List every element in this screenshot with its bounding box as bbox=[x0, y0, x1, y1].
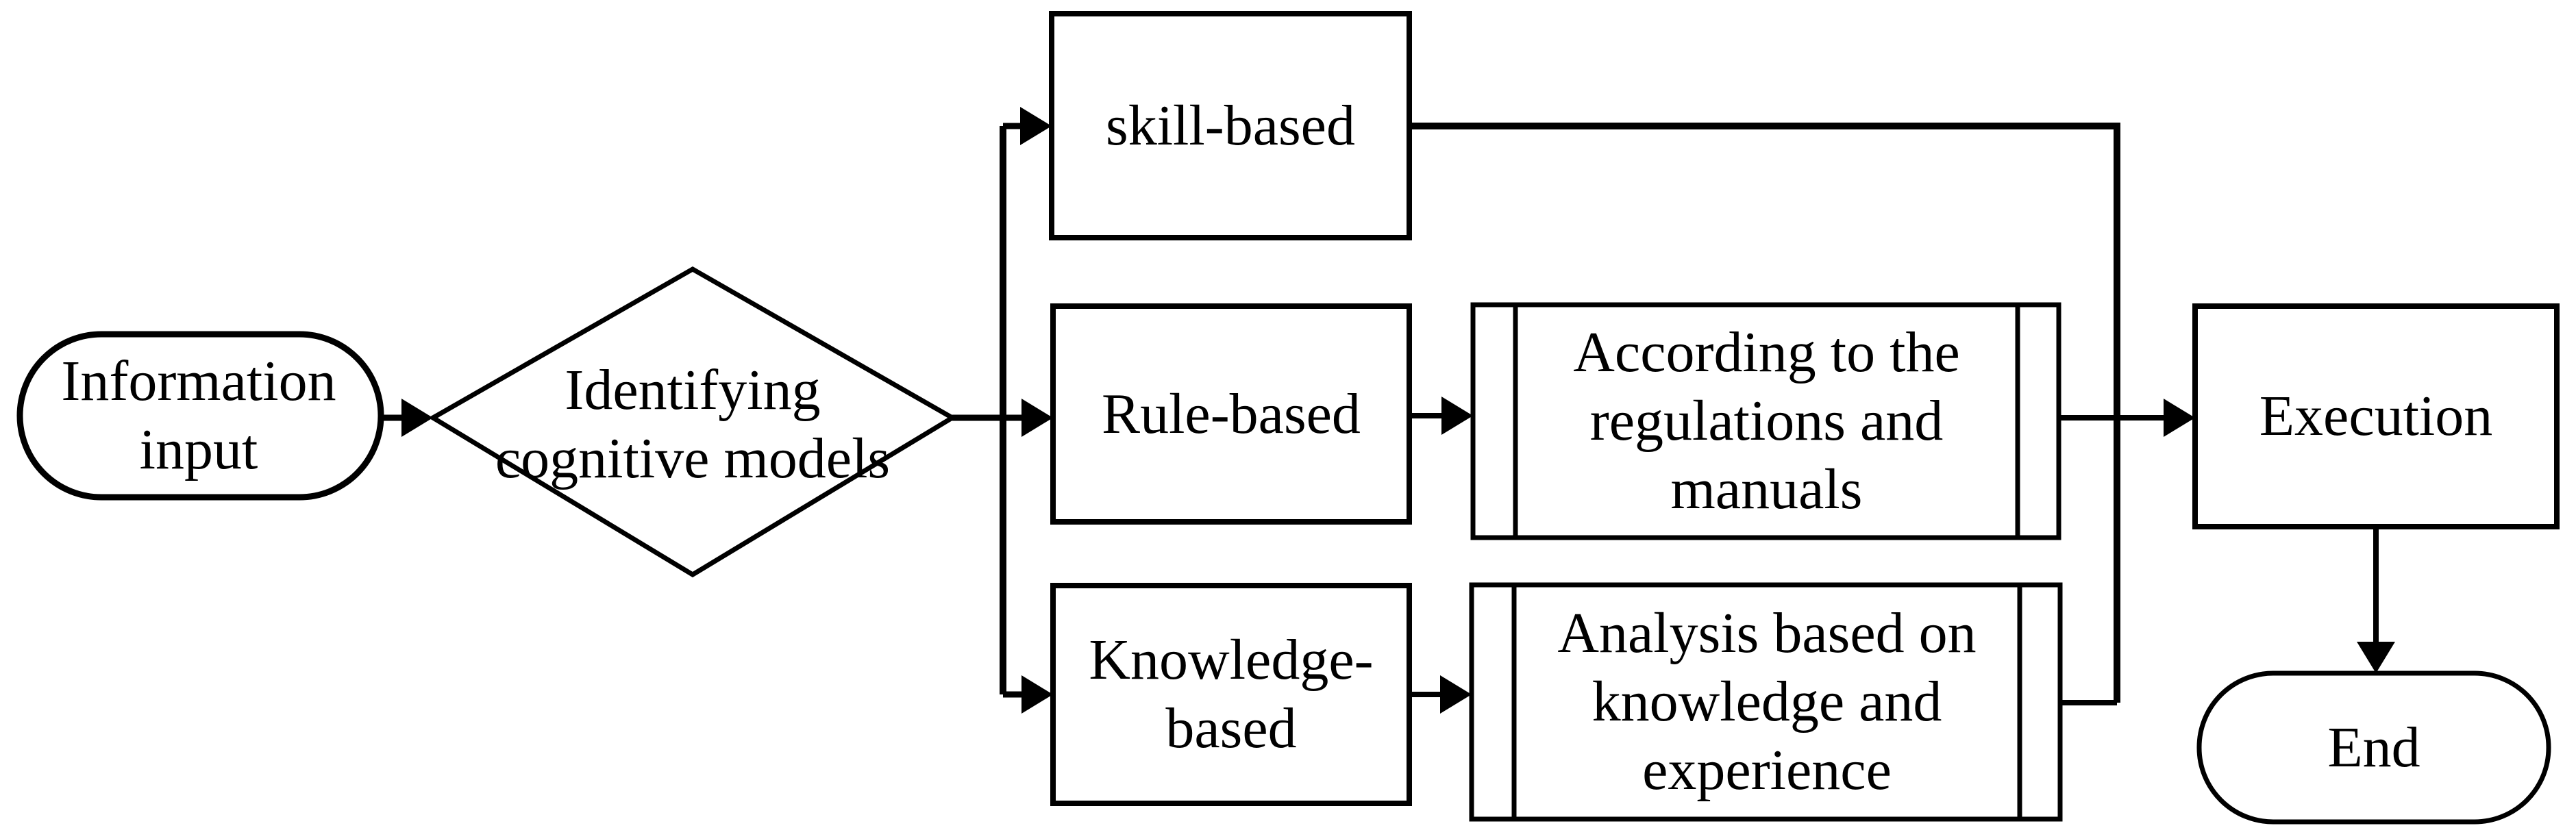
arrowhead-into-skill bbox=[1020, 107, 1052, 145]
skill-label: skill-based bbox=[1052, 14, 1409, 238]
start-label: Information input bbox=[27, 334, 370, 497]
knowledge-label: Knowledge- based bbox=[1053, 586, 1409, 803]
end-label-line: End bbox=[2327, 715, 2420, 779]
according-predefined-shape bbox=[1470, 302, 2061, 540]
rule-label: Rule-based bbox=[1053, 306, 1409, 522]
analysis-label-line: Analysis based on bbox=[1557, 601, 1977, 665]
arrowhead-into-knowledge bbox=[1021, 675, 1053, 714]
execution-label: Execution bbox=[2195, 306, 2557, 527]
arrowhead-into-rule bbox=[1021, 399, 1053, 437]
edge-skill-to-merge bbox=[1409, 123, 2120, 703]
analysis-label: Analysis based on knowledge and experien… bbox=[1514, 585, 2020, 819]
analysis-predefined-shape bbox=[1469, 582, 2063, 822]
start-terminator-shape bbox=[16, 331, 384, 501]
arrowhead-into-according bbox=[1441, 397, 1473, 435]
decision-label-line: cognitive models bbox=[495, 427, 891, 490]
arrowhead-into-decision bbox=[401, 399, 433, 437]
according-label: According to the regulations and manuals bbox=[1515, 305, 2018, 538]
execution-process-shape bbox=[2192, 303, 2560, 529]
arrowheads bbox=[401, 107, 2395, 714]
knowledge-label-line: Knowledge- bbox=[1089, 628, 1374, 692]
rule-process-shape bbox=[1050, 303, 1412, 525]
execution-label-line: Execution bbox=[2259, 384, 2493, 448]
arrowhead-into-analysis bbox=[1440, 675, 1472, 714]
according-label-line: manuals bbox=[1670, 457, 1863, 521]
according-label-line: regulations and bbox=[1589, 389, 1944, 453]
end-terminator-shape bbox=[2196, 670, 2551, 825]
end-label: End bbox=[2199, 673, 2549, 822]
arrowhead-into-end bbox=[2357, 642, 2395, 673]
arrowhead-into-execution bbox=[2164, 399, 2195, 437]
decision-label-line: Identifying bbox=[565, 358, 821, 422]
edge-lines bbox=[381, 123, 2379, 705]
analysis-label-line: experience bbox=[1642, 738, 1892, 802]
skill-process-shape bbox=[1049, 11, 1412, 240]
knowledge-label-line: based bbox=[1165, 697, 1297, 760]
knowledge-process-shape bbox=[1050, 583, 1412, 806]
start-label-line: Information bbox=[61, 349, 336, 413]
decision-diamond-shape bbox=[428, 266, 957, 578]
node-shapes bbox=[16, 11, 2560, 825]
rule-label-line: Rule-based bbox=[1102, 381, 1361, 446]
analysis-label-line: knowledge and bbox=[1592, 670, 1942, 733]
according-label-line: According to the bbox=[1573, 321, 1960, 384]
start-label-line: input bbox=[139, 418, 258, 481]
skill-label-line: skill-based bbox=[1106, 93, 1355, 158]
decision-label: Identifying cognitive models bbox=[419, 322, 967, 527]
